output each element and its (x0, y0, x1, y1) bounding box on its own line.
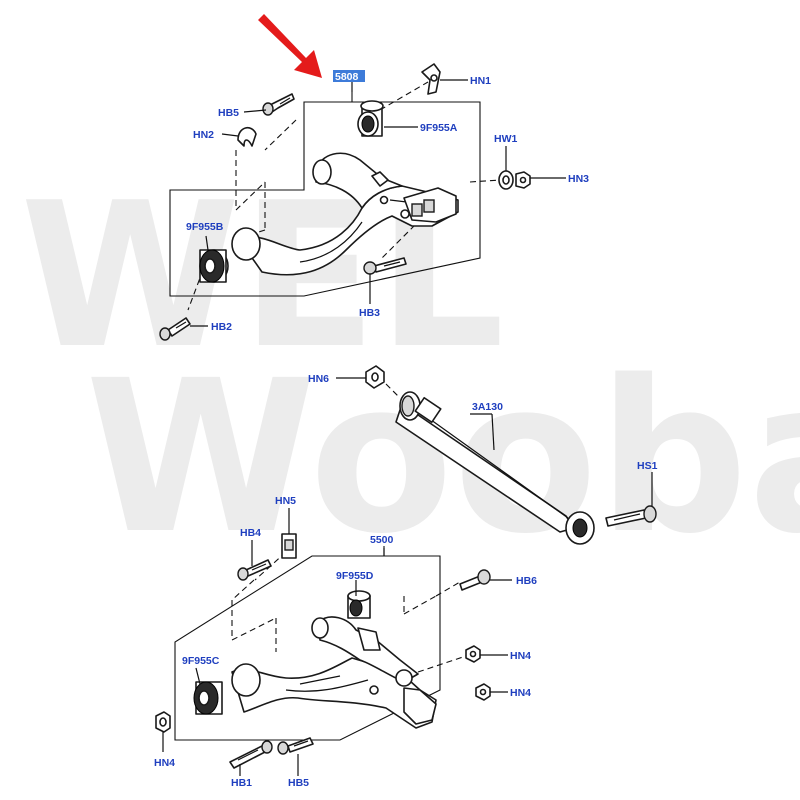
label-hb5-bottom: HB5 (288, 777, 309, 789)
bushing-9f955b-icon (199, 249, 229, 283)
lower-arm-assembly (155, 508, 491, 776)
label-hn5: HN5 (275, 495, 296, 507)
part-labels: 5808 HN1 HB5 HN2 9F955A HW1 HN3 9F955B H… (154, 70, 658, 789)
bolt-hb3-icon (363, 257, 407, 275)
bolt-hb1-icon (229, 740, 273, 769)
bushing-9f955a-icon (357, 100, 384, 137)
watermark-line-2: Wooba (85, 335, 800, 580)
label-hb3: HB3 (359, 307, 380, 319)
label-9f955b: 9F955B (186, 221, 224, 233)
label-hs1: HS1 (637, 460, 658, 472)
bolt-hs1-icon (605, 505, 657, 527)
label-hn2: HN2 (193, 129, 214, 141)
label-hn3: HN3 (568, 173, 589, 185)
label-hn4-right-2: HN4 (510, 687, 531, 699)
washer-hw1-icon (498, 170, 514, 190)
label-9f955d: 9F955D (336, 570, 374, 582)
label-hn4-left: HN4 (154, 757, 175, 769)
label-hn4-right-1: HN4 (510, 650, 531, 662)
nut-hn4-left-icon (155, 711, 171, 733)
label-hn6: HN6 (308, 373, 329, 385)
clip-hn1-icon (421, 63, 441, 95)
tie-rod-assembly (365, 365, 657, 545)
nut-hn6-icon (365, 365, 385, 389)
bolt-hb5-top-icon (262, 93, 295, 116)
label-5500: 5500 (370, 534, 394, 546)
label-9f955a: 9F955A (420, 122, 458, 134)
label-5808: 5808 (335, 71, 359, 83)
highlight-5808 (333, 70, 365, 82)
label-3a130: 3A130 (472, 401, 503, 413)
label-hb4: HB4 (240, 527, 261, 539)
label-hb5-top: HB5 (218, 107, 239, 119)
bolt-hb2-icon (159, 317, 191, 341)
bushing-9f955d-icon (347, 590, 371, 619)
bolt-hb5-bottom-icon (277, 737, 314, 755)
label-hb6: HB6 (516, 575, 537, 587)
label-hw1: HW1 (494, 133, 517, 145)
label-hb1: HB1 (231, 777, 252, 789)
bolt-hb4-icon (237, 559, 272, 581)
tie-rod-end-icon (399, 391, 442, 424)
label-hn1: HN1 (470, 75, 491, 87)
label-hb2: HB2 (211, 321, 232, 333)
bolt-hb6-icon (459, 569, 491, 591)
nut-hn3-icon (515, 171, 531, 189)
nut-hn5-icon (281, 533, 297, 559)
nut-hn4-right-1-icon (465, 645, 481, 663)
label-9f955c: 9F955C (182, 655, 220, 667)
clip-hn2-icon (237, 127, 257, 147)
bushing-9f955c-icon (193, 681, 223, 715)
nut-hn4-right-2-icon (475, 683, 491, 701)
upper-arm-assembly (159, 63, 531, 341)
leader-lines (190, 79, 653, 693)
bushing-3a130-eye-icon (565, 511, 595, 545)
red-pointer-arrow-icon (258, 14, 322, 78)
